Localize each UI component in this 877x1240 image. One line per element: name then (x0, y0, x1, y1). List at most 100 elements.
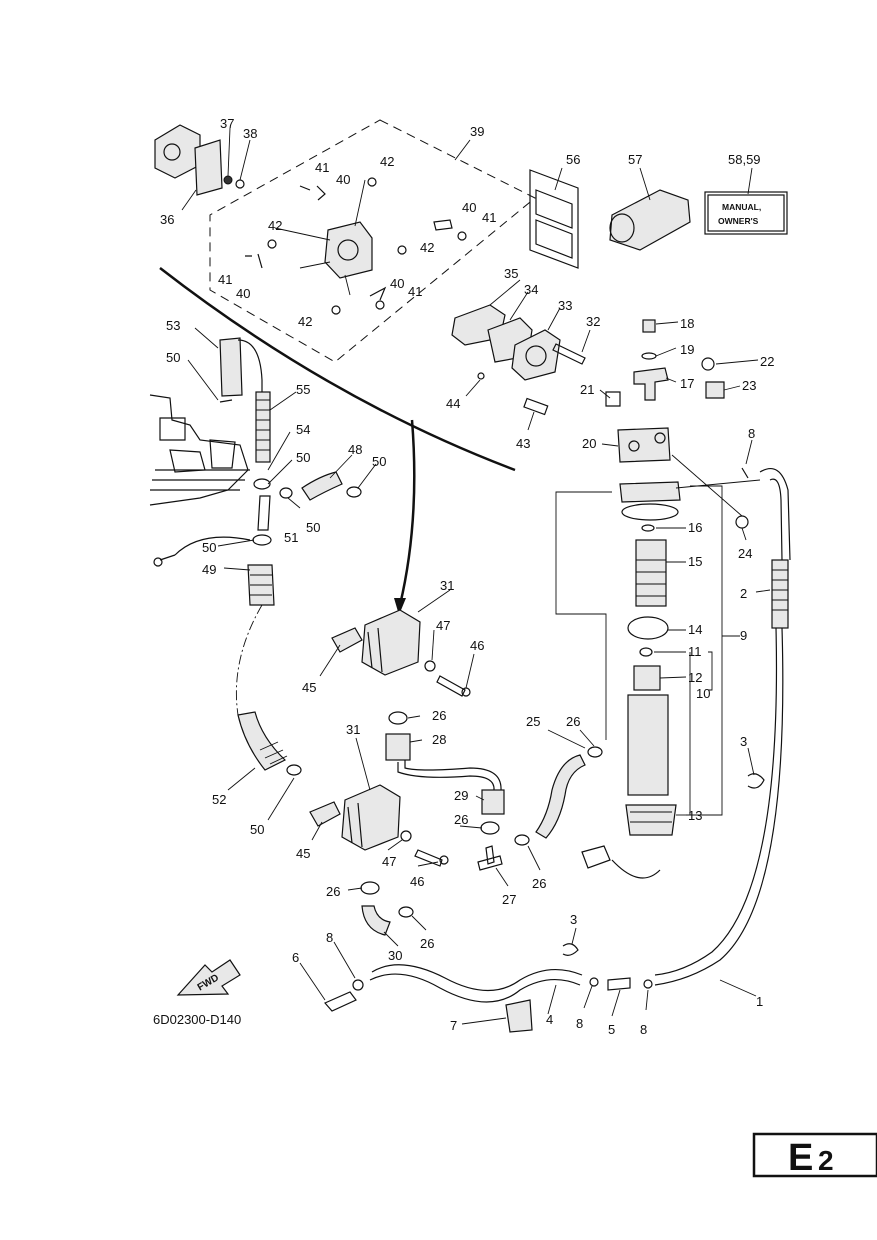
callout-10: 10 (696, 686, 710, 701)
callout-24: 24 (738, 546, 752, 561)
callout-40: 40 (236, 286, 250, 301)
callout-31: 31 (346, 722, 360, 737)
callout-12: 12 (688, 670, 702, 685)
fuel-hose-2 (747, 468, 791, 789)
callout-40: 40 (390, 276, 404, 291)
callout-45: 45 (296, 846, 310, 861)
callout-27: 27 (502, 892, 516, 907)
callout-41: 41 (315, 160, 329, 175)
callout-6: 6 (292, 950, 299, 965)
callout-40: 40 (462, 200, 476, 215)
section-letter: E (788, 1137, 813, 1179)
callout-50: 50 (296, 450, 310, 465)
callout-40: 40 (336, 172, 350, 187)
fuel-filter-assembly (605, 319, 761, 836)
callout-26: 26 (432, 708, 446, 723)
fuel-pump-lower (309, 784, 449, 936)
engine-block-outline (149, 394, 250, 506)
callout-48: 48 (348, 442, 362, 457)
callout-46: 46 (470, 638, 484, 653)
callout-29: 29 (454, 788, 468, 803)
part-callouts: 37 38 39 36 41 40 42 42 40 41 42 41 40 4… (160, 116, 774, 1037)
joint-and-hose-25 (398, 746, 603, 918)
callout-26: 26 (532, 876, 546, 891)
callout-19: 19 (680, 342, 694, 357)
callout-39: 39 (470, 124, 484, 139)
callout-7: 7 (450, 1018, 457, 1033)
callout-30: 30 (388, 948, 402, 963)
callout-52: 52 (212, 792, 226, 807)
callout-9: 9 (740, 628, 747, 643)
callout-25: 25 (526, 714, 540, 729)
callout-20: 20 (582, 436, 596, 451)
callout-22: 22 (760, 354, 774, 369)
callout-56: 56 (566, 152, 580, 167)
callout-42: 42 (420, 240, 434, 255)
manual-tag-line1: MANUAL, (722, 202, 761, 212)
section-number: 2 (818, 1145, 834, 1176)
callout-50: 50 (202, 540, 216, 555)
manual-tag-line2: OWNER'S (718, 216, 759, 226)
callout-57: 57 (628, 152, 642, 167)
primer-assembly (219, 337, 271, 490)
callout-55: 55 (296, 382, 310, 397)
callout-26: 26 (566, 714, 580, 729)
group-brackets (555, 485, 723, 816)
callout-21: 21 (580, 382, 594, 397)
callout-33: 33 (558, 298, 572, 313)
hose-joint-group (153, 495, 275, 606)
callout-49: 49 (202, 562, 216, 577)
callout-5: 5 (608, 1022, 615, 1037)
callout-35: 35 (504, 266, 518, 281)
pump-kit-dashed-outline (209, 119, 536, 363)
drawing-code: 6D02300-D140 (153, 1012, 241, 1027)
tool-bag (609, 189, 691, 251)
hose-52 (235, 604, 302, 776)
callout-38: 38 (243, 126, 257, 141)
callout-3: 3 (570, 912, 577, 927)
decal-sheet (529, 169, 579, 269)
callout-13: 13 (688, 808, 702, 823)
callout-15: 15 (688, 554, 702, 569)
callout-42: 42 (298, 314, 312, 329)
hose-28-29 (385, 711, 505, 815)
callout-51: 51 (284, 530, 298, 545)
assembly-arrow (394, 419, 416, 615)
callout-18: 18 (680, 316, 694, 331)
callout-26: 26 (326, 884, 340, 899)
callout-23: 23 (742, 378, 756, 393)
callout-8: 8 (326, 930, 333, 945)
callout-54: 54 (296, 422, 310, 437)
callout-41: 41 (482, 210, 496, 225)
callout-2: 2 (740, 586, 747, 601)
callout-42: 42 (380, 154, 394, 169)
callout-53: 53 (166, 318, 180, 333)
callout-47: 47 (436, 618, 450, 633)
callout-50: 50 (250, 822, 264, 837)
callout-26: 26 (454, 812, 468, 827)
callout-14: 14 (688, 622, 702, 637)
callout-43: 43 (516, 436, 530, 451)
callout-11: 11 (688, 644, 702, 659)
fwd-arrow-icon: FWD (176, 959, 241, 996)
callout-28: 28 (432, 732, 446, 747)
callout-31: 31 (440, 578, 454, 593)
callout-8: 8 (640, 1022, 647, 1037)
bottom-fuel-line (324, 845, 661, 1033)
callout-50: 50 (372, 454, 386, 469)
callout-1: 1 (756, 994, 763, 1009)
callout-58-59: 58,59 (728, 152, 761, 167)
callout-44: 44 (446, 396, 460, 411)
callout-8: 8 (576, 1016, 583, 1031)
owners-manual-tag (704, 191, 788, 235)
callout-17: 17 (680, 376, 694, 391)
pump-body-parts (451, 304, 586, 416)
callout-41: 41 (408, 284, 422, 299)
hose-48 (279, 471, 362, 501)
pump-kit-parts (245, 177, 467, 315)
callout-36: 36 (160, 212, 174, 227)
pump-cover-part (154, 124, 245, 196)
callout-50: 50 (306, 520, 320, 535)
fuel-hose-1 (654, 627, 784, 986)
